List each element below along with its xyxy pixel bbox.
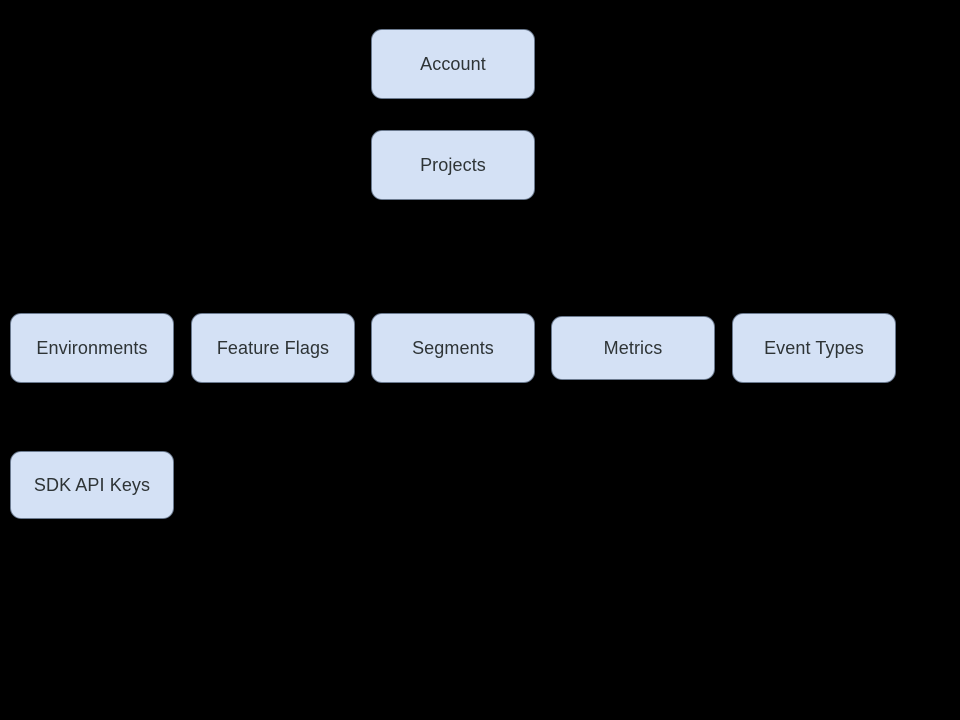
node-label-projects: Projects xyxy=(420,155,486,175)
node-projects[interactable]: Projects xyxy=(371,130,535,200)
node-label-segments: Segments xyxy=(412,338,494,358)
node-label-feature-flags: Feature Flags xyxy=(216,338,330,358)
node-feature-flags[interactable]: Feature Flags xyxy=(191,313,355,383)
node-label-event-types: Event Types xyxy=(764,338,864,358)
node-segments[interactable]: Segments xyxy=(371,313,535,383)
node-label-environments: Environments xyxy=(36,338,148,358)
node-label-metrics: Metrics xyxy=(603,338,663,358)
node-account[interactable]: Account xyxy=(371,29,535,99)
node-environments[interactable]: Environments xyxy=(10,313,174,383)
node-metrics[interactable]: Metrics xyxy=(551,316,715,380)
node-event-types[interactable]: Event Types xyxy=(732,313,896,383)
node-sdk-api-keys[interactable]: SDK API Keys xyxy=(10,451,174,519)
node-label-account: Account xyxy=(420,54,486,74)
node-label-sdk-api-keys: SDK API Keys xyxy=(33,475,151,495)
